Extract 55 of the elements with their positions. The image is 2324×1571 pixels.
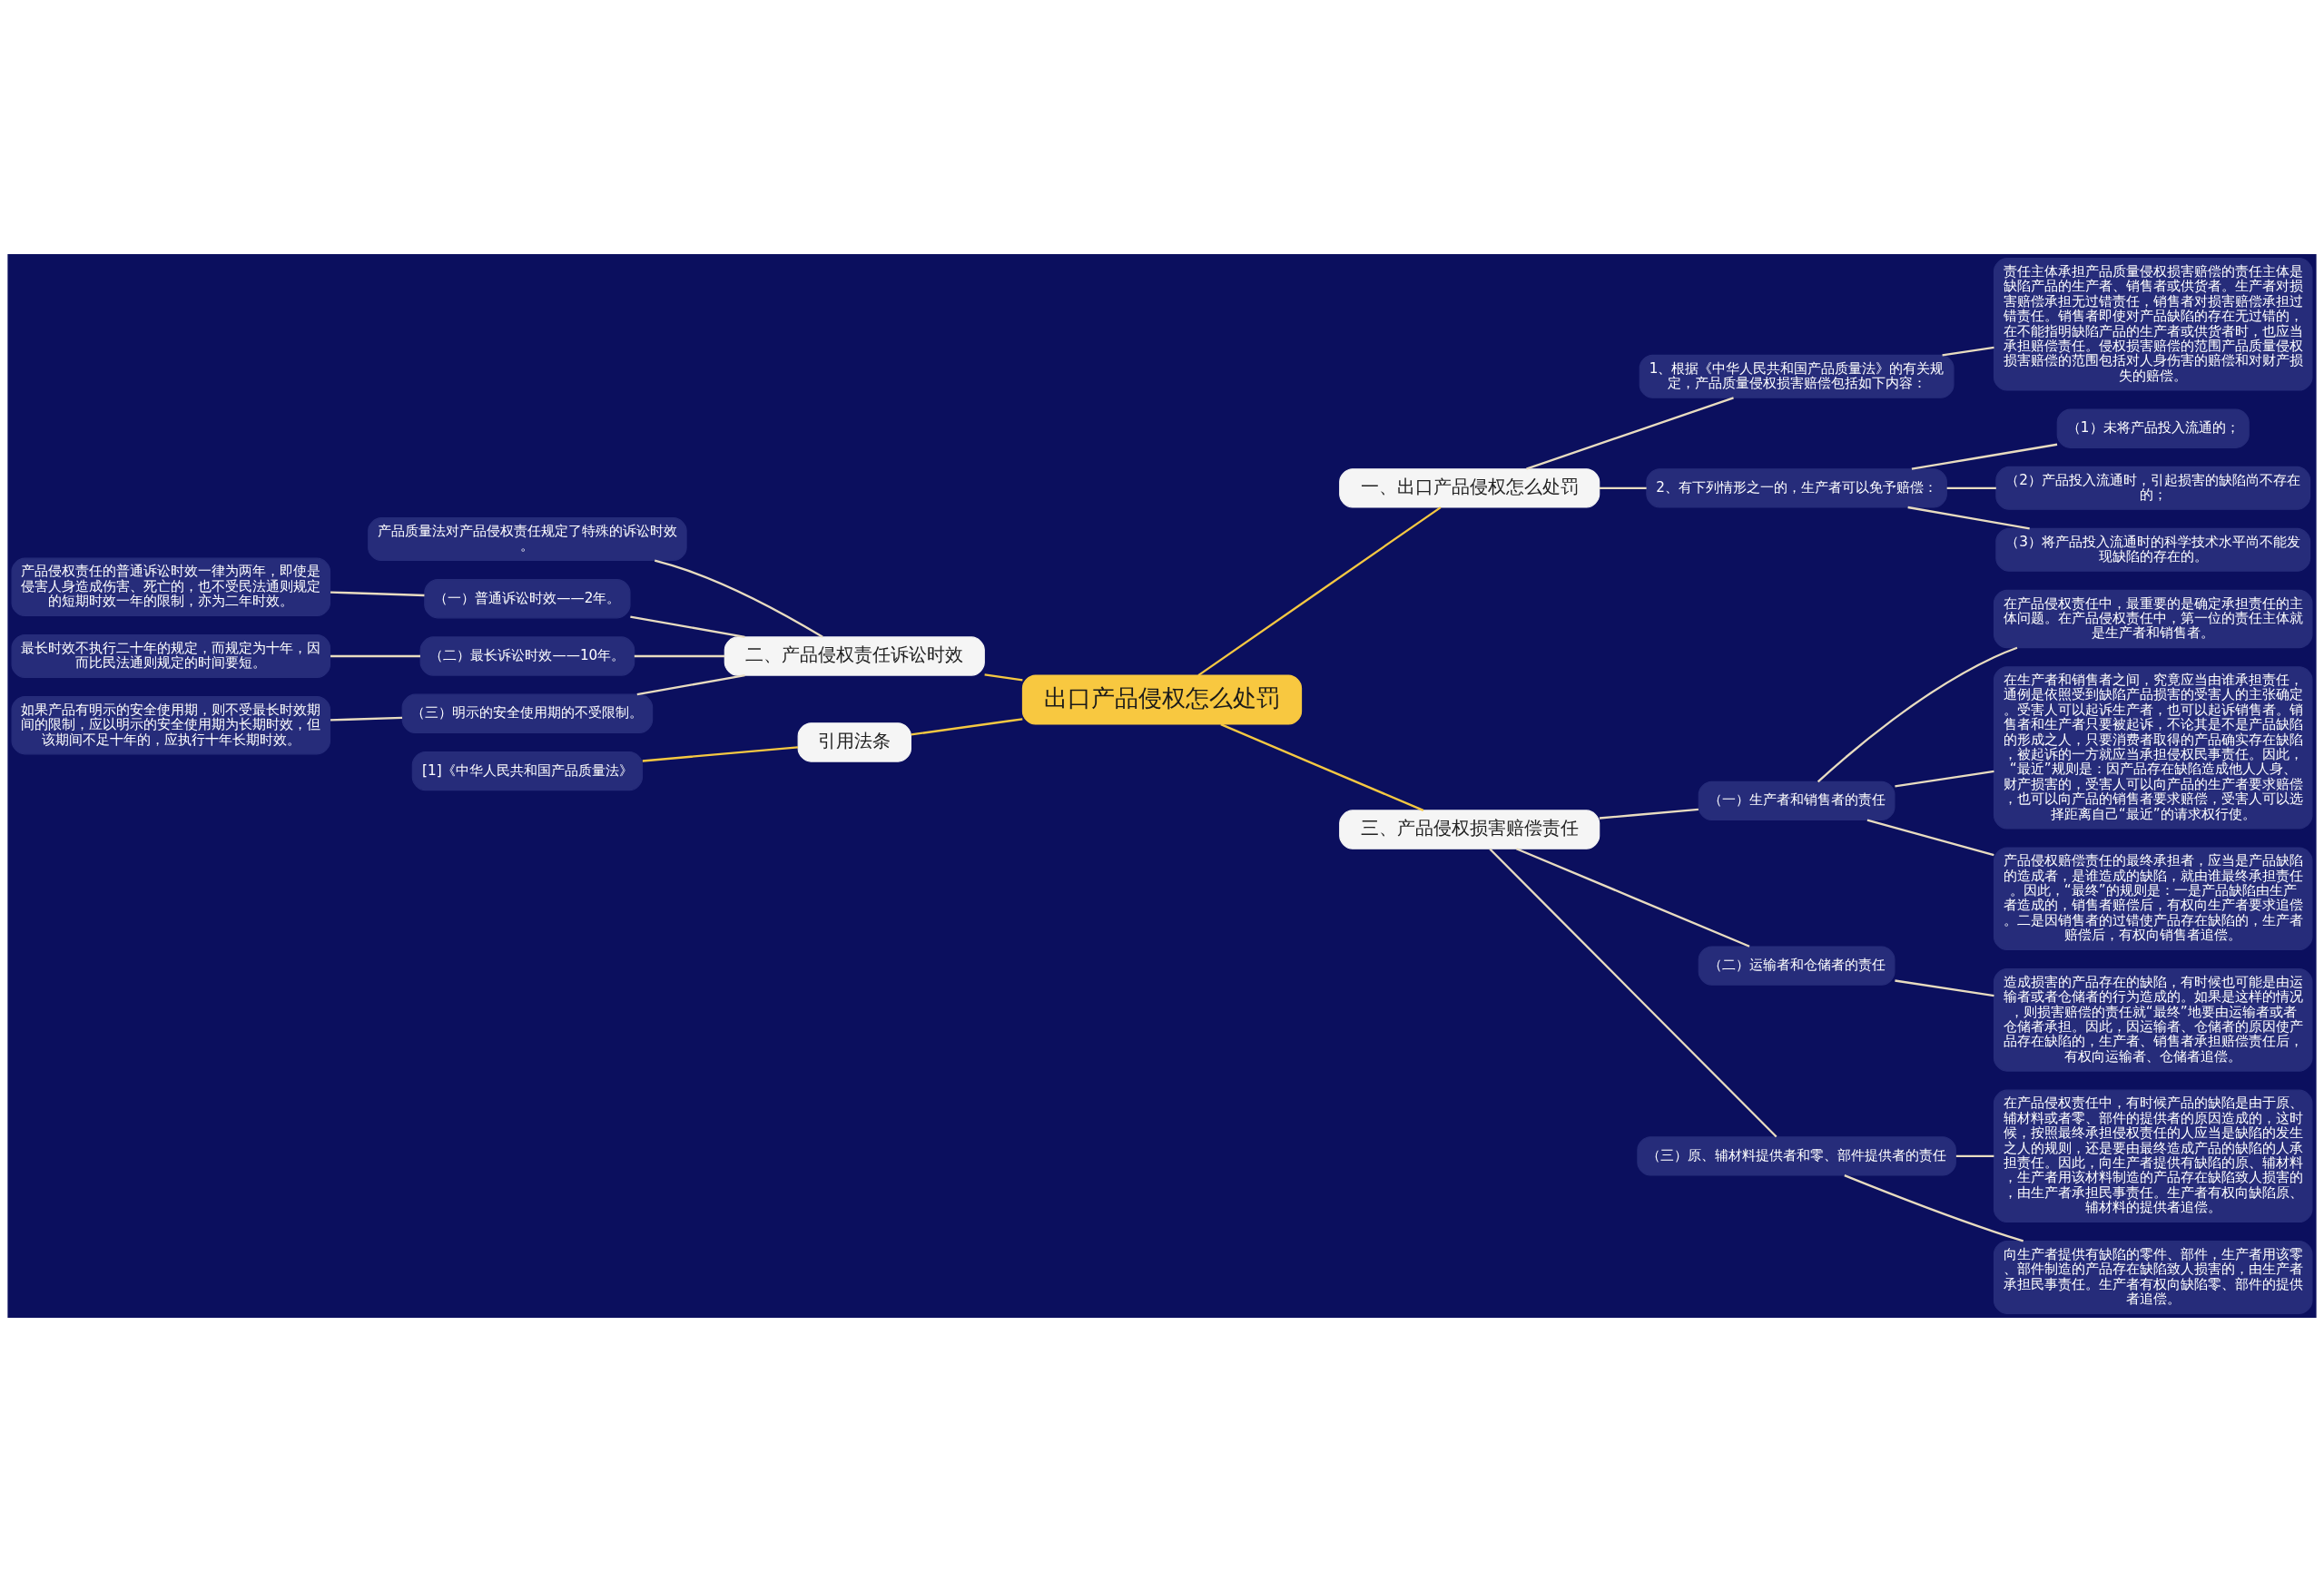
node-box: 产品侵权赔偿责任的最终承担者，应当是产品缺陷的造成者，是谁造成的缺陷，就由谁最终承担责任。因此，“最终”的规则是：一是产品缺陷由生产者造成的，销售者赔偿后，有权向生产者要求追偿。二是因销售者的过错使产品存在缺陷的，生产者赔偿后，有权向销售者追偿。 [1993, 846, 2313, 950]
node-box: （2）产品投入流通时，引起损害的缺陷尚不存在的； [1995, 466, 2311, 510]
connector [1866, 818, 1994, 856]
node-box: （一）生产者和销售者的责任 [1698, 781, 1896, 820]
node-box: （二）运输者和仓储者的责任 [1698, 945, 1896, 986]
connector [1197, 506, 1442, 676]
connector [330, 654, 420, 657]
node-box: 在产品侵权责任中，有时候产品的缺陷是由于原、辅材料或者零、部件的提供者的原因造成的，这时候，按照最终承担侵权责任的人应当是缺陷的发生之人的规则，还是要由最终造成产品的缺陷的人承担责任。因此，向生产者提供有缺陷的原、辅材料，生产者用该材料制造的产品存在缺陷致人损害的，由生产者承担民事责任。生产者有权向缺陷原、辅材料的提供者追偿。 [1993, 1089, 2313, 1222]
connector [984, 673, 1023, 681]
node-box: （一）普通诉讼时效——2年。 [424, 578, 631, 618]
connector [630, 614, 745, 638]
connector [1515, 847, 1750, 948]
node-box: 如果产品有明示的安全使用期，则不受最长时效期间的限制，应以明示的安全使用期为长期时效，但该期间不足十年的，应执行十年长期时效。 [11, 695, 331, 754]
connector [1946, 486, 1996, 489]
node-box: （3）将产品投入流通时的科学技术水平尚不能发现缺陷的存在的。 [1995, 527, 2311, 572]
node-box: 产品侵权责任的普通诉讼时效一律为两年，即使是侵害人身造成伤害、死亡的，也不受民法通则规定的短期时效一年的限制，亦为二年时效。 [11, 557, 331, 616]
node-box: 在产品侵权责任中，最重要的是确定承担责任的主体问题。在产品侵权责任中，第一位的责任主体就是生产者和销售者。 [1993, 589, 2313, 648]
connector [1220, 722, 1424, 811]
connector [1526, 396, 1734, 470]
connector [1817, 646, 2018, 782]
node-box: 最长时效不执行二十年的规定，而规定为十年，因而比民法通则规定的时间要短。 [11, 633, 331, 678]
node-box: 1、根据《中华人民共和国产品质量法》的有关规定，产品质量侵权损害赔偿包括如下内容： [1639, 354, 1955, 398]
connector [654, 558, 823, 638]
node-box: 引用法条 [797, 722, 911, 762]
connector [1955, 1154, 1994, 1157]
node-box: （1）未将产品投入流通的； [2056, 408, 2250, 448]
node-box: [1]《中华人民共和国产品质量法》 [411, 751, 644, 790]
connector [634, 654, 725, 657]
connector [1895, 978, 1994, 997]
connector [1907, 506, 2030, 529]
node-box: （三）明示的安全使用期的不受限制。 [401, 693, 654, 733]
node-box: 一、出口产品侵权怎么处罚 [1339, 467, 1600, 508]
node-box: （二）最长诉讼时效——10年。 [419, 635, 635, 676]
node-box: 向生产者提供有缺陷的零件、部件，生产者用该零、部件制造的产品存在缺陷致人损害的，由生产者承担民事责任。生产者有权向缺陷零、部件的提供者追偿。 [1993, 1240, 2313, 1314]
node-box: 造成损害的产品存在的缺陷，有时候也可能是由运输者或者仓储者的行为造成的。如果是这样的情况，则损害赔偿的责任就“最终”地要由运输者或者仓储者承担。因此，因运输者、仓储者的原因使产品存在缺陷的，生产者、销售者承担赔偿责任后，有权向运输者、仓储者追偿。 [1993, 967, 2313, 1072]
connector [1599, 486, 1647, 489]
connector [636, 673, 745, 695]
connector [1911, 443, 2058, 470]
node-box: 出口产品侵权怎么处罚 [1021, 674, 1303, 725]
connector [642, 745, 799, 762]
connector [1942, 346, 1994, 356]
node-box: 三、产品侵权损害赔偿责任 [1339, 809, 1600, 849]
node-box: （三）原、辅材料提供者和零、部件提供者的责任 [1637, 1135, 1956, 1176]
node-box: 产品质量法对产品侵权责任规定了特殊的诉讼时效。 [368, 516, 687, 561]
connector [330, 716, 403, 722]
node-box: 责任主体承担产品质量侵权损害赔偿的责任主体是缺陷产品的生产者、销售者或供货者。生产者对损害赔偿承担无过错责任，销售者对损害赔偿承担过错责任。销售者即使对产品缺陷的存在无过错的，在不能指明缺陷产品的生产者或供货者时，也应当承担赔偿责任。侵权损害赔偿的范围产品质量侵权损害赔偿的范围包括对人身伤害的赔偿和对财产损失的赔偿。 [1993, 257, 2313, 391]
connector [330, 590, 425, 596]
connector [1844, 1173, 2024, 1242]
connector [1895, 770, 1994, 787]
connector [1489, 848, 1777, 1137]
connector [1599, 808, 1699, 820]
connector [911, 717, 1023, 736]
node-box: 在生产者和销售者之间，究竟应当由谁承担责任，通例是依照受到缺陷产品损害的受害人的主张确定。受害人可以起诉生产者，也可以起诉销售者。销售者和生产者只要被起诉，不论其是不是产品缺陷的形成之人，只要消费者取得的产品确实存在缺陷，被起诉的一方就应当承担侵权民事责任。因此，“最近”规则是：因产品存在缺陷造成他人人身、财产损害的，受害人可以向产品的生产者要求赔偿，也可以向产品的销售者要求赔偿，受害人可以选择距离自己“最近”的请求权行使。 [1993, 665, 2313, 829]
node-box: 2、有下列情形之一的，生产者可以免予赔偿： [1646, 467, 1947, 508]
node-box: 二、产品侵权责任诉讼时效 [724, 635, 985, 676]
